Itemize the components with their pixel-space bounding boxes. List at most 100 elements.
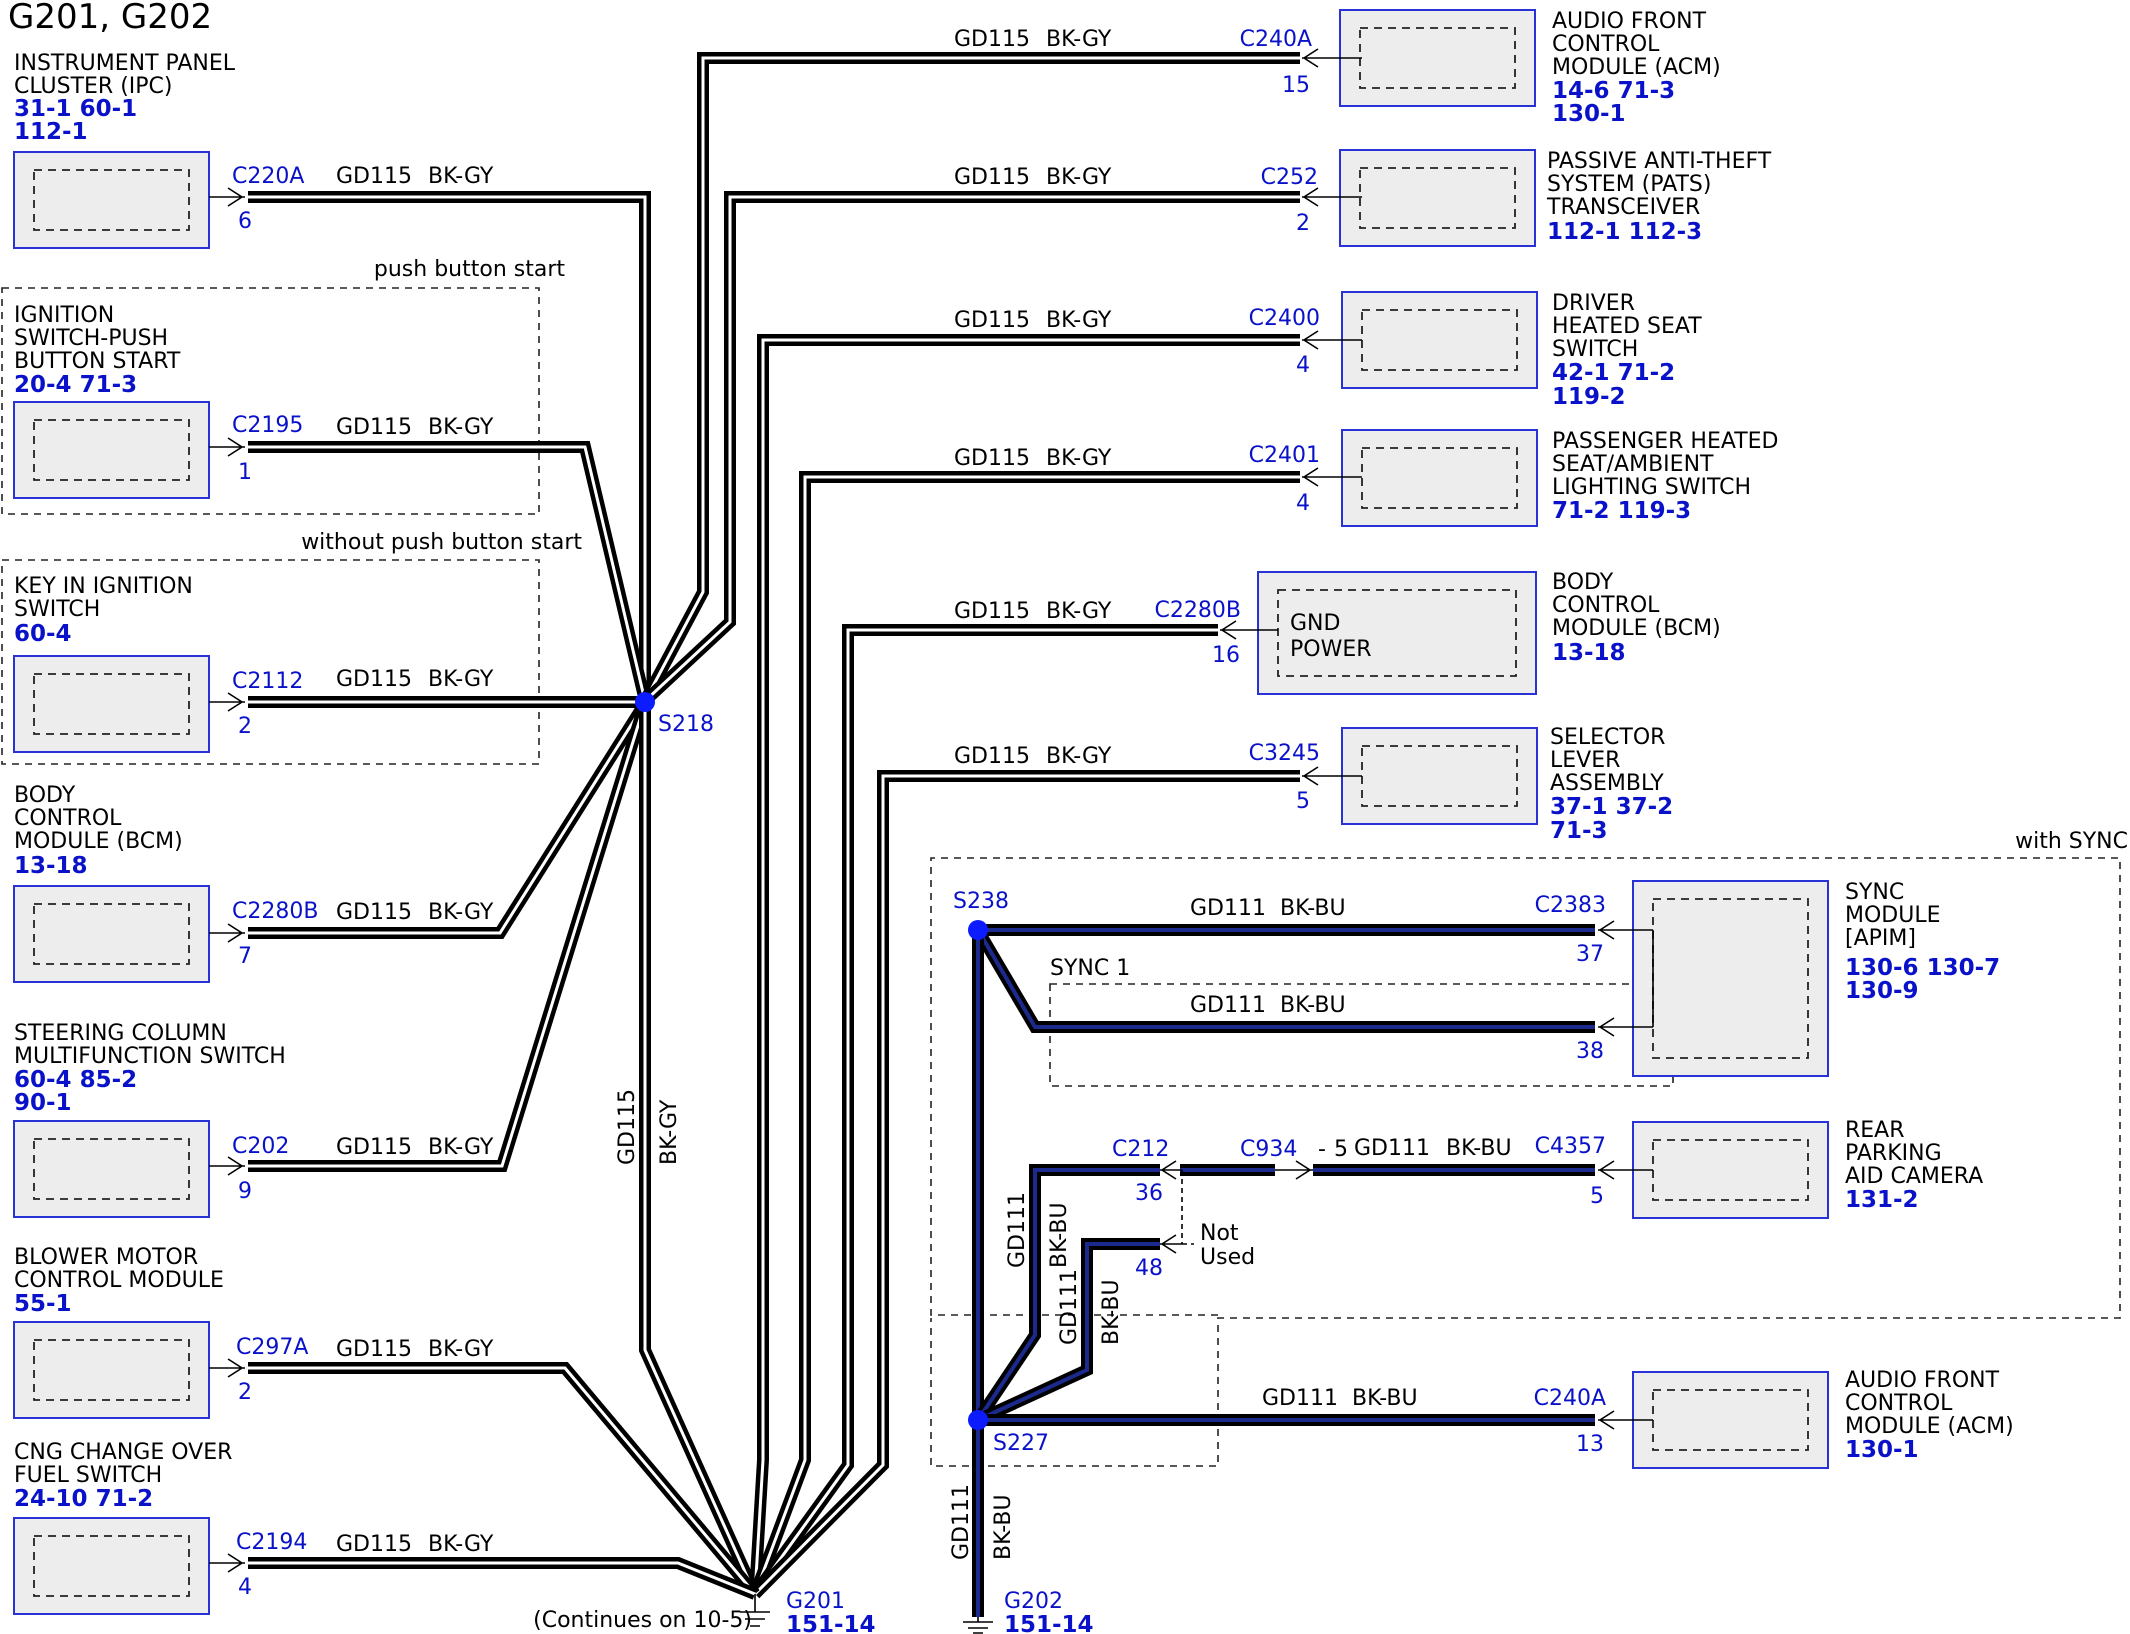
- pin-number: 1: [238, 460, 252, 485]
- component-box: [13, 1517, 210, 1615]
- rear-camera: REAR PARKING AID CAMERA 131-2 C4357 5 C9…: [1112, 1118, 1983, 1281]
- svg-text:GD115: GD115: [954, 744, 1030, 769]
- splice-s238: [968, 920, 988, 940]
- right-component-acm: AUDIO FRONT CONTROL MODULE (ACM) 14-6 71…: [1240, 9, 1721, 127]
- connector-id: C3245: [1249, 741, 1320, 766]
- connector-id: C4357: [1535, 1134, 1606, 1159]
- component-box: [1257, 571, 1537, 695]
- svg-text:5: 5: [1334, 1137, 1348, 1162]
- svg-text:BK-GY: BK-GY: [1046, 27, 1112, 52]
- svg-text:GD115: GD115: [336, 415, 412, 440]
- component-name: CLUSTER (IPC): [14, 74, 173, 99]
- svg-text:MULTIFUNCTION SWITCH: MULTIFUNCTION SWITCH: [14, 1044, 286, 1069]
- svg-text:SWITCH: SWITCH: [14, 597, 100, 622]
- svg-text:130-1: 130-1: [1552, 101, 1626, 127]
- connector-id: C2401: [1249, 443, 1320, 468]
- svg-text:20-4 71-3: 20-4 71-3: [14, 372, 137, 398]
- component-box: [13, 655, 210, 753]
- connector-id: C220A: [232, 164, 304, 189]
- pin-number: 16: [1212, 643, 1240, 668]
- svg-text:GD115: GD115: [954, 27, 1030, 52]
- sync1-label: SYNC 1: [1050, 956, 1130, 981]
- pin-number: 4: [1296, 353, 1310, 378]
- component-box: [13, 401, 210, 499]
- gd111-wires: [972, 924, 1595, 1617]
- svg-text:37-1 37-2: 37-1 37-2: [1550, 794, 1673, 820]
- svg-text:MODULE (ACM): MODULE (ACM): [1552, 55, 1721, 80]
- svg-text:BK-BU: BK-BU: [991, 1494, 1016, 1560]
- svg-text:GD111: GD111: [1005, 1192, 1030, 1268]
- svg-text:119-2: 119-2: [1552, 384, 1626, 410]
- connector-id: C297A: [236, 1335, 308, 1360]
- svg-text:CONTROL: CONTROL: [14, 806, 122, 831]
- svg-text:CNG CHANGE OVER: CNG CHANGE OVER: [14, 1440, 232, 1465]
- svg-text:G202: G202: [1004, 1589, 1063, 1614]
- component-box: [1339, 9, 1536, 107]
- component-box: [1632, 880, 1829, 1077]
- pin-number: 2: [238, 1380, 252, 1405]
- svg-text:PASSENGER HEATED: PASSENGER HEATED: [1552, 429, 1779, 454]
- pin-number: 4: [238, 1575, 252, 1600]
- svg-text:GD115: GD115: [954, 165, 1030, 190]
- connector-id: C2280B: [1155, 598, 1241, 623]
- svg-text:13-18: 13-18: [14, 853, 88, 879]
- svg-text:CONTROL MODULE: CONTROL MODULE: [14, 1268, 224, 1293]
- svg-text:BK-GY: BK-GY: [428, 1337, 494, 1362]
- svg-text:AUDIO FRONT: AUDIO FRONT: [1845, 1368, 2000, 1393]
- svg-text:LEVER: LEVER: [1550, 748, 1620, 773]
- connector-id: C2400: [1249, 306, 1320, 331]
- svg-text:BK-GY: BK-GY: [428, 415, 494, 440]
- c934-connector: C934: [1240, 1137, 1297, 1162]
- svg-text:151-14: 151-14: [786, 1612, 876, 1634]
- right-component-bcm: GND POWER BODY CONTROL MODULE (BCM) 13-1…: [1155, 570, 1721, 695]
- svg-text:GND: GND: [1290, 611, 1340, 636]
- no-push-button-option-box: [1, 559, 540, 765]
- push-button-start-label: push button start: [374, 257, 565, 282]
- svg-text:CONTROL: CONTROL: [1552, 593, 1660, 618]
- c212-connector: C212: [1112, 1137, 1169, 1162]
- svg-text:DRIVER: DRIVER: [1552, 291, 1635, 316]
- acm-lower: AUDIO FRONT CONTROL MODULE (ACM) 130-1 C…: [1534, 1368, 2014, 1469]
- svg-text:BLOWER MOTOR: BLOWER MOTOR: [14, 1245, 198, 1270]
- svg-text:G201: G201: [786, 1589, 845, 1614]
- component-box: [13, 885, 210, 983]
- ground-icon: [740, 1594, 770, 1627]
- svg-text:90-1: 90-1: [14, 1090, 72, 1116]
- component-box: [1339, 149, 1536, 247]
- left-component-bcm: BODY CONTROL MODULE (BCM) 13-18 C2280B 7: [13, 783, 318, 983]
- svg-text:BODY: BODY: [1552, 570, 1614, 595]
- no-push-button-label: without push button start: [301, 530, 582, 555]
- splice-s218-label: S218: [658, 712, 714, 737]
- right-connector-arrows: [1220, 48, 1362, 786]
- pin-number: 15: [1282, 73, 1310, 98]
- svg-text:HEATED SEAT: HEATED SEAT: [1552, 314, 1702, 339]
- svg-text:IGNITION: IGNITION: [14, 303, 114, 328]
- right-component-passenger-heated-seat: PASSENGER HEATED SEAT/AMBIENT LIGHTING S…: [1249, 429, 1779, 527]
- svg-text:BK-GY: BK-GY: [657, 1099, 682, 1165]
- pin-number: 2: [238, 714, 252, 739]
- svg-text:GD111: GD111: [1354, 1136, 1430, 1161]
- svg-text:BODY: BODY: [14, 783, 76, 808]
- connector-id: C2195: [232, 413, 303, 438]
- svg-text:GD115: GD115: [954, 446, 1030, 471]
- svg-text:SYNC: SYNC: [1845, 880, 1904, 905]
- svg-text:GD115: GD115: [336, 1532, 412, 1557]
- connector-id: C2194: [236, 1530, 307, 1555]
- svg-text:130-6 130-7: 130-6 130-7: [1845, 955, 2000, 981]
- pin-number: 37: [1576, 942, 1604, 967]
- svg-text:BK-GY: BK-GY: [428, 900, 494, 925]
- pin-number: 5: [1590, 1184, 1604, 1209]
- svg-text:42-1 71-2: 42-1 71-2: [1552, 360, 1675, 386]
- component-name: INSTRUMENT PANEL: [14, 51, 236, 76]
- svg-text:55-1: 55-1: [14, 1291, 72, 1317]
- connector-id: C252: [1261, 165, 1318, 190]
- left-component-cng-switch: CNG CHANGE OVER FUEL SWITCH 24-10 71-2 C…: [13, 1440, 307, 1615]
- svg-text:24-10 71-2: 24-10 71-2: [14, 1486, 153, 1512]
- component-box: [13, 1120, 210, 1218]
- continues-note: (Continues on 10-5): [533, 1608, 752, 1633]
- with-sync-label: with SYNC: [2015, 829, 2128, 854]
- svg-text:130-1: 130-1: [1845, 1437, 1919, 1463]
- svg-text:BK-BU: BK-BU: [1446, 1136, 1512, 1161]
- pin-number: 4: [1296, 491, 1310, 516]
